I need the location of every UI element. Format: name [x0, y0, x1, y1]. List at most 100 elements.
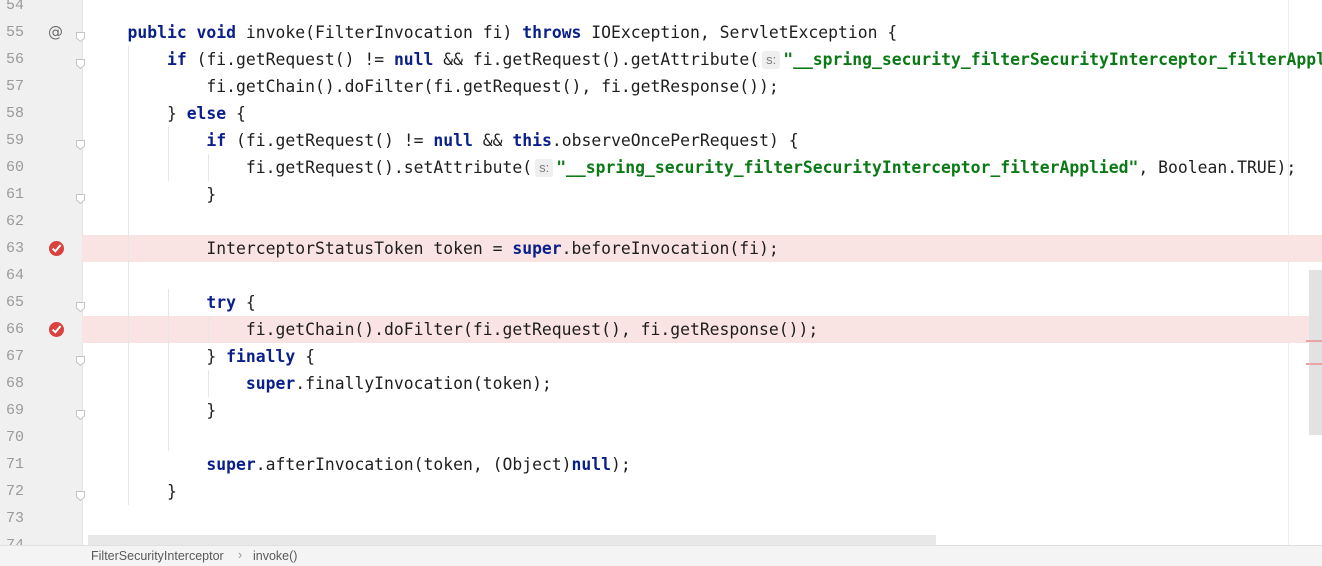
- code-text[interactable]: } finally {: [88, 343, 315, 370]
- code-text[interactable]: super.finallyInvocation(token);: [88, 370, 552, 397]
- error-stripe-marker[interactable]: [1306, 340, 1322, 342]
- line-number: 55: [5, 24, 24, 41]
- code-token: IOException, ServletException {: [581, 23, 898, 42]
- code-text[interactable]: fi.getChain().doFilter(fi.getRequest(), …: [88, 316, 818, 343]
- line-number: 68: [5, 375, 24, 392]
- code-text[interactable]: }: [88, 181, 216, 208]
- keyword: public void: [127, 23, 237, 42]
- code-line[interactable]: 58 } else {: [0, 100, 1322, 127]
- line-number: 72: [5, 483, 24, 500]
- fold-marker-icon[interactable]: [76, 135, 85, 151]
- code-text[interactable]: if (fi.getRequest() != null && fi.getReq…: [88, 46, 1322, 73]
- line-number: 62: [5, 213, 24, 230]
- line-number: 73: [5, 510, 24, 527]
- code-line-breakpoint[interactable]: 66 fi.getChain().doFilter(fi.getRequest(…: [0, 316, 1322, 343]
- fold-marker-icon[interactable]: [76, 54, 85, 70]
- line-number: 70: [5, 429, 24, 446]
- editor-gutter[interactable]: [0, 0, 82, 545]
- parameter-hint: s:: [535, 159, 554, 177]
- breakpoint-line-highlight: [82, 235, 1322, 262]
- string-literal: "__spring_security_filterSecurityInterce…: [556, 158, 1139, 177]
- code-token: }: [88, 104, 187, 123]
- code-token: fi.getChain().doFilter(fi.getRequest(), …: [88, 77, 779, 96]
- keyword: super: [512, 239, 562, 258]
- code-line[interactable]: 55 @ public void invoke(FilterInvocation …: [0, 19, 1322, 46]
- code-token: &&: [472, 131, 513, 150]
- code-token: [88, 455, 206, 474]
- code-text[interactable]: }: [88, 478, 177, 505]
- indent-guide: [168, 127, 169, 181]
- fold-marker-icon[interactable]: [76, 189, 85, 205]
- code-token: .beforeInvocation(fi);: [561, 239, 779, 258]
- horizontal-scrollbar-thumb[interactable]: [88, 535, 936, 545]
- code-token: {: [226, 104, 246, 123]
- code-line[interactable]: 72 }: [0, 478, 1322, 505]
- code-line-breakpoint[interactable]: 63 InterceptorStatusToken token = super.…: [0, 235, 1322, 262]
- code-line[interactable]: 57 fi.getChain().doFilter(fi.getRequest(…: [0, 73, 1322, 100]
- code-token: fi.getChain().doFilter(fi.getRequest(), …: [88, 320, 819, 339]
- keyword: try: [206, 293, 237, 312]
- fold-marker-icon[interactable]: [76, 486, 85, 502]
- fold-marker-icon[interactable]: [76, 297, 85, 313]
- breakpoint-icon[interactable]: [48, 321, 65, 338]
- fold-marker-icon[interactable]: [76, 405, 85, 421]
- code-token: .finallyInvocation(token);: [295, 374, 552, 393]
- code-token: [88, 374, 246, 393]
- indent-guide: [208, 370, 209, 397]
- fold-marker-icon[interactable]: [76, 27, 85, 43]
- code-text[interactable]: fi.getChain().doFilter(fi.getRequest(), …: [88, 73, 779, 100]
- code-token: .afterInvocation(token, (Object): [255, 455, 572, 474]
- fold-marker-icon[interactable]: [76, 351, 85, 367]
- code-line[interactable]: 67 } finally {: [0, 343, 1322, 370]
- code-line[interactable]: 69 }: [0, 397, 1322, 424]
- code-line[interactable]: 70: [0, 424, 1322, 451]
- indent-guide: [128, 46, 129, 505]
- code-text[interactable]: }: [88, 397, 216, 424]
- code-token: [88, 293, 206, 312]
- code-token: && fi.getRequest().getAttribute(: [433, 50, 760, 69]
- breadcrumb-method[interactable]: invoke(): [253, 549, 298, 563]
- keyword: this: [512, 131, 552, 150]
- keyword: else: [186, 104, 227, 123]
- line-number: 67: [5, 348, 24, 365]
- indent-guide: [208, 154, 209, 181]
- code-text[interactable]: public void invoke(FilterInvocation fi) …: [88, 19, 897, 46]
- code-text[interactable]: super.afterInvocation(token, (Object)nul…: [88, 451, 631, 478]
- code-line[interactable]: 65 try {: [0, 289, 1322, 316]
- code-line[interactable]: 68 super.finallyInvocation(token);: [0, 370, 1322, 397]
- code-line[interactable]: 73: [0, 505, 1322, 532]
- keyword: null: [433, 131, 473, 150]
- breadcrumb-class[interactable]: FilterSecurityInterceptor: [91, 549, 224, 563]
- code-text[interactable]: } else {: [88, 100, 246, 127]
- code-line[interactable]: 64: [0, 262, 1322, 289]
- parameter-hint: s:: [762, 51, 781, 69]
- code-token: }: [88, 401, 217, 420]
- code-text[interactable]: if (fi.getRequest() != null && this.obse…: [88, 127, 798, 154]
- code-token: InterceptorStatusToken token =: [88, 239, 513, 258]
- code-line[interactable]: 54: [0, 0, 1322, 19]
- at-sign-icon[interactable]: @: [48, 23, 63, 41]
- code-line[interactable]: 71 super.afterInvocation(token, (Object)…: [0, 451, 1322, 478]
- code-token: [88, 23, 127, 42]
- line-number: 65: [5, 294, 24, 311]
- line-number: 57: [5, 78, 24, 95]
- vertical-scrollbar-thumb[interactable]: [1309, 270, 1322, 435]
- line-number: 69: [5, 402, 24, 419]
- indent-guide: [168, 289, 169, 451]
- string-literal: "__spring_security_filterSecurityInterce…: [783, 50, 1322, 69]
- line-number: 59: [5, 132, 24, 149]
- code-token: );: [611, 455, 631, 474]
- line-number: 66: [5, 321, 24, 338]
- code-token: (fi.getRequest() !=: [186, 50, 394, 69]
- code-token: , Boolean.TRUE);: [1138, 158, 1297, 177]
- code-line[interactable]: 61 }: [0, 181, 1322, 208]
- code-line[interactable]: 62: [0, 208, 1322, 235]
- code-text[interactable]: try {: [88, 289, 255, 316]
- code-line[interactable]: 56 if (fi.getRequest() != null && fi.get…: [0, 46, 1322, 73]
- code-line[interactable]: 59 if (fi.getRequest() != null && this.o…: [0, 127, 1322, 154]
- error-stripe-marker[interactable]: [1306, 363, 1322, 365]
- breakpoint-icon[interactable]: [48, 240, 65, 257]
- code-text[interactable]: InterceptorStatusToken token = super.bef…: [88, 235, 779, 262]
- code-line[interactable]: 60 fi.getRequest().setAttribute(s:"__spr…: [0, 154, 1322, 181]
- code-text[interactable]: fi.getRequest().setAttribute(s:"__spring…: [88, 154, 1296, 181]
